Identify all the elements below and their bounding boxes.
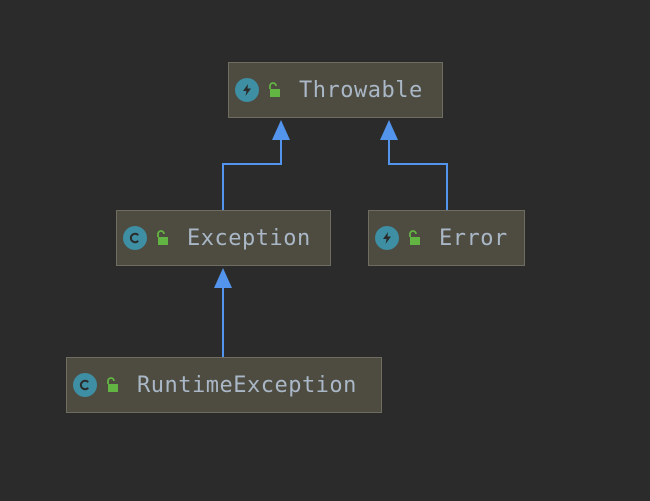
node-label: Error [439, 225, 508, 251]
open-lock-icon [403, 227, 425, 249]
open-lock-icon [263, 79, 285, 101]
lightning-bolt-icon [375, 226, 399, 250]
node-exception[interactable]: Exception [116, 210, 331, 266]
node-runtime-exception[interactable]: RuntimeException [66, 357, 382, 413]
arrowhead-exception [214, 268, 232, 288]
arrowhead-throwable [272, 120, 290, 140]
class-c-icon [73, 373, 97, 397]
node-label: Throwable [299, 77, 423, 103]
lightning-bolt-icon [235, 78, 259, 102]
open-lock-icon [101, 374, 123, 396]
node-label: RuntimeException [137, 372, 357, 398]
edge-exception-to-throwable [222, 139, 282, 210]
arrowhead-throwable [380, 120, 398, 140]
node-error[interactable]: Error [368, 210, 525, 266]
node-throwable[interactable]: Throwable [228, 62, 443, 118]
class-c-icon [123, 226, 147, 250]
edge-error-to-throwable [388, 139, 448, 210]
node-label: Exception [187, 225, 311, 251]
open-lock-icon [151, 227, 173, 249]
